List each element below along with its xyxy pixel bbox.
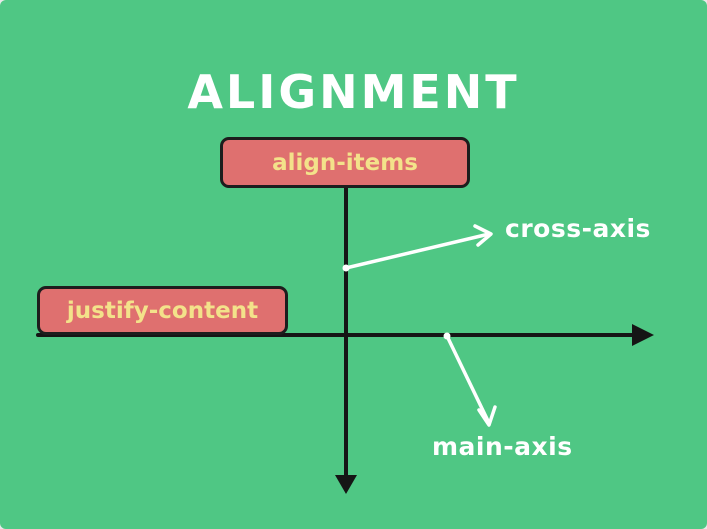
arrow-down-icon	[335, 475, 357, 494]
main-axis-pointer-arrow	[445, 334, 491, 425]
pointer-arrowhead-icon	[473, 224, 493, 247]
arrow-right-icon	[632, 324, 654, 346]
cross-axis-anchor-dot	[342, 264, 350, 272]
diagram-title: ALIGNMENT	[187, 65, 520, 119]
cross-axis-pointer-arrow	[344, 232, 491, 270]
align-items-tag: align-items	[220, 137, 470, 188]
cross-axis-label: cross-axis	[505, 214, 651, 243]
pointer-arrowhead-icon	[477, 405, 497, 427]
justify-content-tag: justify-content	[37, 286, 288, 335]
main-axis-anchor-dot	[443, 332, 451, 340]
main-axis-label: main-axis	[432, 432, 573, 461]
